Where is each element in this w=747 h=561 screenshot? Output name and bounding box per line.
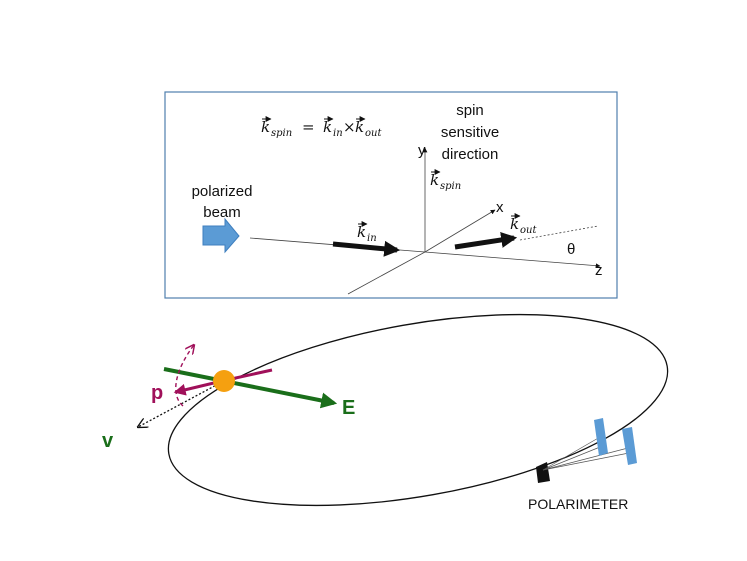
scattered-direction bbox=[519, 225, 599, 241]
z-axis bbox=[424, 251, 601, 269]
formula-rhs2-k: k bbox=[355, 118, 364, 136]
detector-1 bbox=[594, 418, 608, 456]
formula-lhs-sub: spin bbox=[271, 128, 292, 139]
beam-arrow-icon bbox=[202, 217, 240, 254]
formula-lhs-k: k bbox=[261, 118, 270, 136]
scatter-line-1 bbox=[542, 436, 601, 471]
spin-label-line1: spin bbox=[456, 102, 484, 119]
scatter-line-4 bbox=[542, 451, 635, 471]
k-out-sub: out bbox=[520, 225, 537, 236]
x-axis-back bbox=[347, 251, 426, 295]
detector-2 bbox=[622, 427, 637, 465]
formula-rhs1-sub: in bbox=[333, 128, 343, 139]
k-out-k: k bbox=[510, 215, 519, 233]
inset-panel: k spin = k in × k out spin sensitive dir… bbox=[164, 91, 618, 299]
velocity-label: v bbox=[102, 430, 114, 452]
spin-direction-label: spin sensitive direction bbox=[441, 102, 499, 163]
axis-label-x: x bbox=[496, 199, 504, 216]
angle-label: θ bbox=[567, 241, 575, 258]
inset-frame bbox=[164, 91, 618, 299]
k-in-arrow bbox=[332, 240, 401, 257]
axis-label-z: z bbox=[595, 262, 603, 279]
axes: y x z θ bbox=[249, 142, 603, 295]
polarimeter-label: POLARIMETER bbox=[528, 496, 628, 512]
formula-times: × bbox=[343, 118, 356, 136]
k-in-label: k in bbox=[357, 221, 377, 244]
k-spin-label: k spin bbox=[430, 169, 461, 192]
storage-ring bbox=[167, 313, 669, 507]
k-in-k: k bbox=[357, 223, 366, 241]
beam-label-line2: beam bbox=[203, 204, 241, 221]
k-out-label: k out bbox=[510, 213, 537, 236]
x-axis bbox=[424, 209, 496, 253]
k-spin-k: k bbox=[430, 171, 439, 189]
k-spin-sub: spin bbox=[440, 181, 461, 192]
polarimeter-target bbox=[536, 462, 550, 483]
k-out-arrow bbox=[454, 232, 518, 250]
scatter-line-3 bbox=[542, 447, 629, 471]
spin-label-line3: direction bbox=[442, 146, 499, 163]
formula-rhs1-k: k bbox=[323, 118, 332, 136]
electric-field-label: E bbox=[342, 397, 355, 419]
k-in-sub: in bbox=[367, 233, 377, 244]
storage-ring-diagram: v E p POLARIMETER bbox=[102, 313, 669, 512]
momentum-label: p bbox=[151, 382, 163, 404]
beam-label-line1: polarized bbox=[192, 183, 253, 200]
formula: k spin = k in × k out bbox=[261, 116, 382, 139]
beam-label: polarized beam bbox=[192, 183, 253, 221]
spin-label-line2: sensitive bbox=[441, 124, 499, 141]
formula-rhs2-sub: out bbox=[365, 128, 382, 139]
formula-equals: = bbox=[302, 118, 315, 136]
electric-field-arrow bbox=[163, 367, 338, 409]
particle bbox=[213, 370, 235, 392]
axis-label-y: y bbox=[418, 142, 426, 159]
precession-arrow bbox=[175, 345, 194, 407]
scatter-line-2 bbox=[542, 444, 606, 471]
